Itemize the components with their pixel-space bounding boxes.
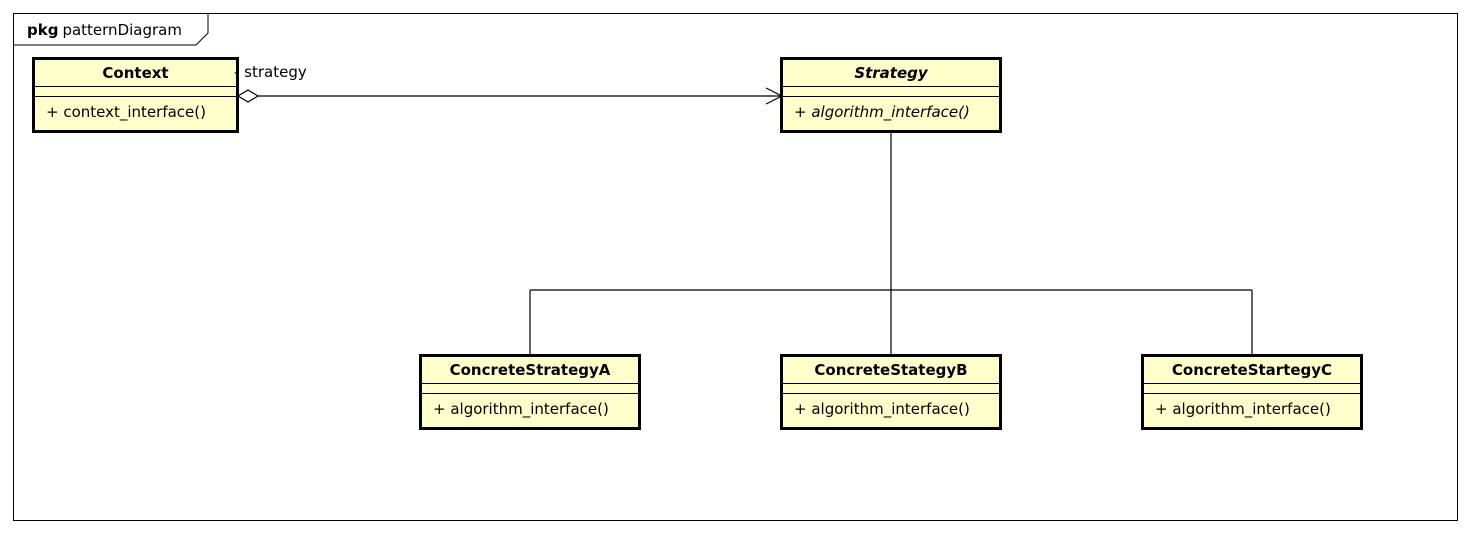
class-operation: + algorithm_interface() bbox=[1155, 400, 1331, 418]
class-operation: + algorithm_interface() bbox=[433, 400, 609, 418]
class-name: Strategy bbox=[783, 60, 999, 87]
class-concrete-strategy-c[interactable]: ConcreteStartegyC + algorithm_interface(… bbox=[1141, 354, 1363, 430]
class-concrete-strategy-a[interactable]: ConcreteStrategyA + algorithm_interface(… bbox=[419, 354, 641, 430]
class-attributes-compartment bbox=[1144, 384, 1360, 394]
package-tab bbox=[13, 13, 209, 46]
package-keyword: pkg bbox=[27, 21, 59, 39]
package-frame bbox=[13, 13, 1458, 521]
class-context[interactable]: Context + context_interface() bbox=[32, 57, 239, 133]
class-operation: + algorithm_interface() bbox=[794, 103, 970, 121]
package-name: patternDiagram bbox=[62, 21, 182, 39]
class-name: ConcreteStategyB bbox=[783, 357, 999, 384]
class-attributes-compartment bbox=[422, 384, 638, 394]
class-operation: + algorithm_interface() bbox=[794, 400, 970, 418]
class-name: Context bbox=[35, 60, 236, 87]
aggregation-diamond-icon bbox=[236, 89, 260, 103]
class-attributes-compartment bbox=[783, 384, 999, 394]
class-strategy[interactable]: Strategy + algorithm_interface() bbox=[780, 57, 1002, 133]
class-name: ConcreteStrategyA bbox=[422, 357, 638, 384]
class-attributes-compartment bbox=[783, 87, 999, 97]
class-operation: + context_interface() bbox=[46, 103, 206, 121]
class-name: ConcreteStartegyC bbox=[1144, 357, 1360, 384]
class-attributes-compartment bbox=[35, 87, 236, 97]
association-role-label: - strategy bbox=[234, 63, 307, 81]
class-concrete-strategy-b[interactable]: ConcreteStategyB + algorithm_interface() bbox=[780, 354, 1002, 430]
